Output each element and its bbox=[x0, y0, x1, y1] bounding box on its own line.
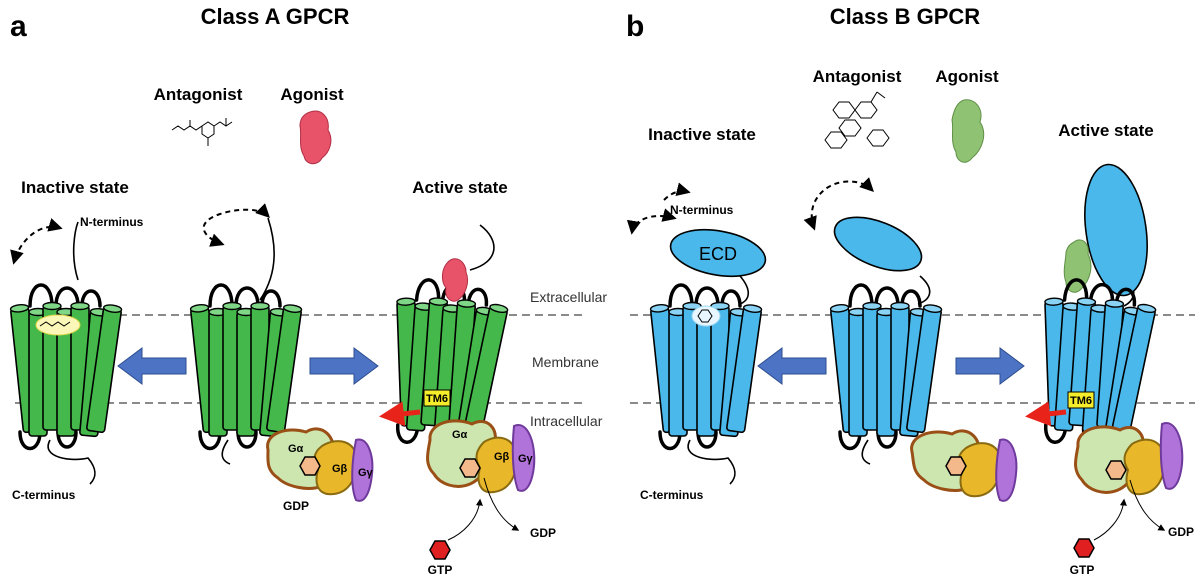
panel-title-a: Class A GPCR bbox=[201, 4, 350, 29]
receptor-active-b bbox=[1025, 163, 1158, 448]
gdp-label-a-middle: GDP bbox=[283, 499, 309, 513]
g-protein-a-middle bbox=[266, 427, 374, 502]
active-state-label-b: Active state bbox=[1058, 121, 1153, 140]
tm6-label-a: TM6 bbox=[426, 393, 448, 405]
state-arrow-to-active-b bbox=[955, 347, 1025, 385]
gtp-label-a: GTP bbox=[428, 563, 453, 577]
active-state-label-a: Active state bbox=[412, 178, 507, 197]
panel-b: b Class B GPCR Antagonist Agonist Inacti… bbox=[626, 4, 1195, 577]
membrane-label-a: Membrane bbox=[532, 354, 599, 370]
tm6-label-b: TM6 bbox=[1070, 395, 1092, 407]
panel-a: a Class A GPCR Antagonist Agonist Inacti… bbox=[10, 4, 607, 577]
panel-letter-b: b bbox=[626, 10, 644, 43]
c-terminus-label-b: C-terminus bbox=[640, 488, 704, 502]
extracellular-label-a: Extracellular bbox=[530, 289, 607, 305]
agonist-label-a: Agonist bbox=[280, 85, 344, 104]
g-gamma-label-a-active: Gγ bbox=[518, 453, 534, 465]
agonist-peptide-b bbox=[951, 99, 985, 163]
antagonist-label-b: Antagonist bbox=[813, 67, 902, 86]
gdp-released-label-a: GDP bbox=[530, 526, 556, 540]
intracellular-label-a: Intracellular bbox=[530, 413, 603, 429]
receptor-inactive-b bbox=[626, 182, 767, 485]
gtp-label-b: GTP bbox=[1070, 563, 1095, 577]
g-protein-b-middle bbox=[910, 429, 1018, 502]
g-gamma-label-a-middle: Gγ bbox=[358, 467, 374, 479]
panel-letter-a: a bbox=[10, 10, 27, 43]
agonist-peptide-a bbox=[299, 110, 332, 165]
state-arrow-to-inactive-b bbox=[757, 347, 827, 385]
antagonist-label-a: Antagonist bbox=[154, 85, 243, 104]
n-terminus-label-b: N-terminus bbox=[670, 203, 734, 217]
g-alpha-label-a-middle: Gα bbox=[288, 443, 304, 455]
state-arrow-to-inactive-a bbox=[117, 347, 187, 385]
state-arrow-to-active-a bbox=[309, 347, 379, 385]
gdp-released-label-b: GDP bbox=[1168, 525, 1194, 539]
g-beta-label-a-middle: Gβ bbox=[332, 463, 348, 475]
panel-title-b: Class B GPCR bbox=[830, 4, 980, 29]
antagonist-molecule-b bbox=[824, 91, 890, 149]
g-alpha-label-a-active: Gα bbox=[452, 429, 468, 441]
antagonist-molecule-a bbox=[171, 118, 233, 146]
c-terminus-label-a: C-terminus bbox=[12, 488, 76, 502]
receptor-apo-a bbox=[190, 203, 302, 465]
receptor-apo-b bbox=[803, 177, 942, 465]
g-beta-label-a-active: Gβ bbox=[494, 451, 510, 463]
g-protein-b-active bbox=[1073, 422, 1184, 558]
receptor-active-a bbox=[379, 224, 510, 449]
ecd-label: ECD bbox=[699, 244, 737, 264]
g-protein-a-active bbox=[426, 419, 536, 560]
receptor-inactive-a bbox=[10, 218, 122, 485]
inactive-state-label-a: Inactive state bbox=[21, 178, 129, 197]
n-terminus-label-a: N-terminus bbox=[80, 215, 144, 229]
agonist-label-b: Agonist bbox=[935, 67, 999, 86]
inactive-state-label-b: Inactive state bbox=[648, 125, 756, 144]
